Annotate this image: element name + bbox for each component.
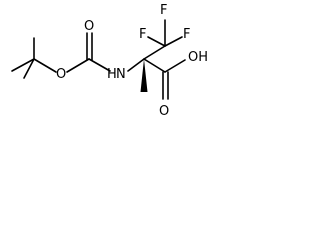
- structure-diagram: F F F OH O O O H N: [11, 3, 208, 119]
- bond-tbu-methyl-left: [11, 58, 35, 72]
- bond-cf3-f-left: [147, 36, 166, 47]
- atom-f-right: F: [183, 27, 190, 42]
- bond-n-to-alpha-carbon: [127, 58, 145, 72]
- atom-o-boc-carbonyl: O: [84, 19, 94, 34]
- atom-o-carboxyl: O: [159, 104, 169, 119]
- bond-cf3-f-right: [164, 36, 183, 47]
- bond-carbonyl-to-n: [88, 58, 111, 72]
- atom-h-amide: H: [107, 67, 117, 82]
- atom-o-ester: O: [56, 67, 66, 82]
- bond-alpha-to-carboxyl: [143, 58, 166, 73]
- atom-n-amide: N: [116, 67, 126, 82]
- bond-oxygen-to-carbonyl: [66, 58, 90, 73]
- bond-tbu-to-oxygen: [33, 58, 57, 73]
- wedge-bond-methyl: [140, 59, 148, 92]
- bond-carboxyl-to-oh: [164, 59, 186, 73]
- atom-f-top: F: [160, 3, 167, 18]
- atom-f-left: F: [139, 27, 146, 42]
- molecule-drawing: F F F OH O O O H N: [11, 3, 208, 119]
- bond-tbu-methyl-bottom: [23, 58, 35, 79]
- atom-oh: OH: [188, 50, 208, 65]
- bond-alpha-to-cf3: [143, 45, 166, 60]
